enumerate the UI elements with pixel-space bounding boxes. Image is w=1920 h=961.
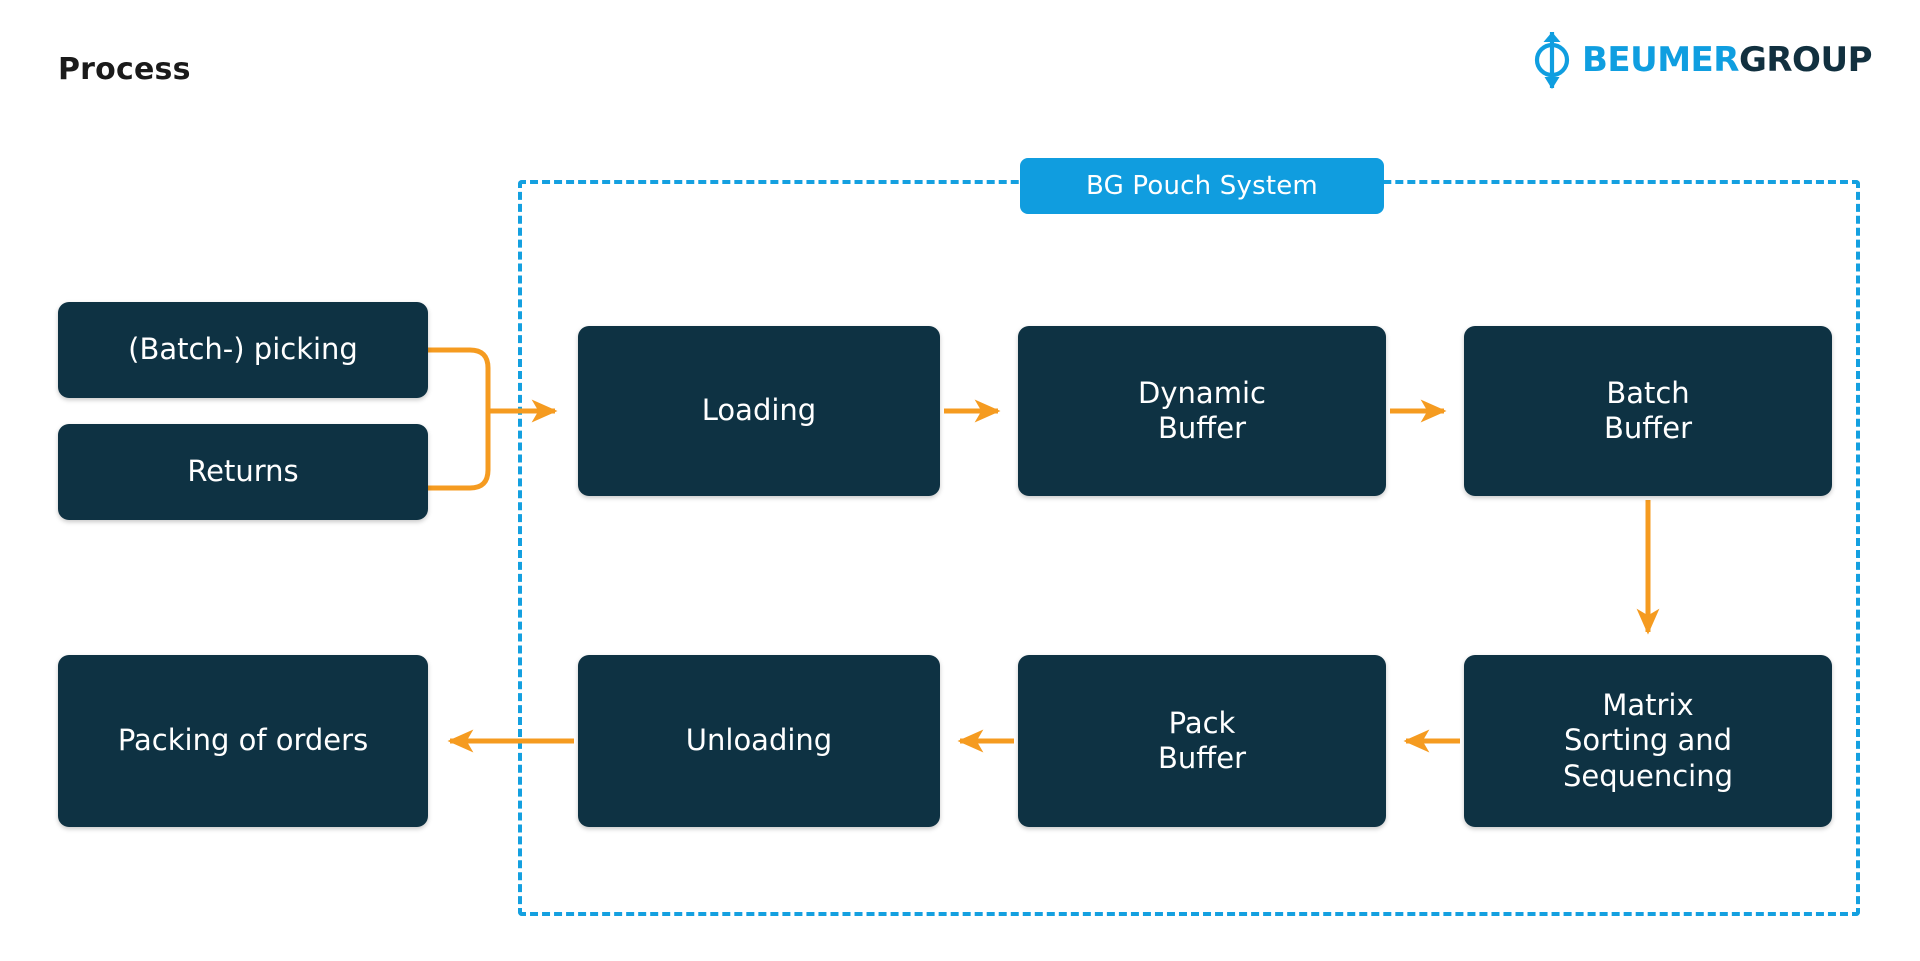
arrow-through-circle-icon (1534, 32, 1570, 89)
logo-wordmark: BEUMERGROUP (1581, 40, 1873, 80)
node-packing-of-orders[interactable]: Packing of orders (58, 655, 428, 827)
logo-suffix-text: GROUP (1738, 40, 1873, 80)
node-unloading[interactable]: Unloading (578, 655, 940, 827)
page-title: Process (58, 52, 191, 87)
node-returns[interactable]: Returns (58, 424, 428, 520)
node-matrix-sorting-and-sequencing[interactable]: Matrix Sorting and Sequencing (1464, 655, 1832, 827)
node-batch-buffer[interactable]: Batch Buffer (1464, 326, 1832, 496)
logo-brand-text: BEUMER (1581, 40, 1740, 80)
node-dynamic-buffer[interactable]: Dynamic Buffer (1018, 326, 1386, 496)
node-batch-picking[interactable]: (Batch-) picking (58, 302, 428, 398)
node-pack-buffer[interactable]: Pack Buffer (1018, 655, 1386, 827)
node-loading[interactable]: Loading (578, 326, 940, 496)
beumer-group-logo: BEUMERGROUP (1530, 30, 1873, 90)
bg-pouch-system-label: BG Pouch System (1020, 158, 1384, 214)
edge-inputs-merge (428, 347, 491, 491)
